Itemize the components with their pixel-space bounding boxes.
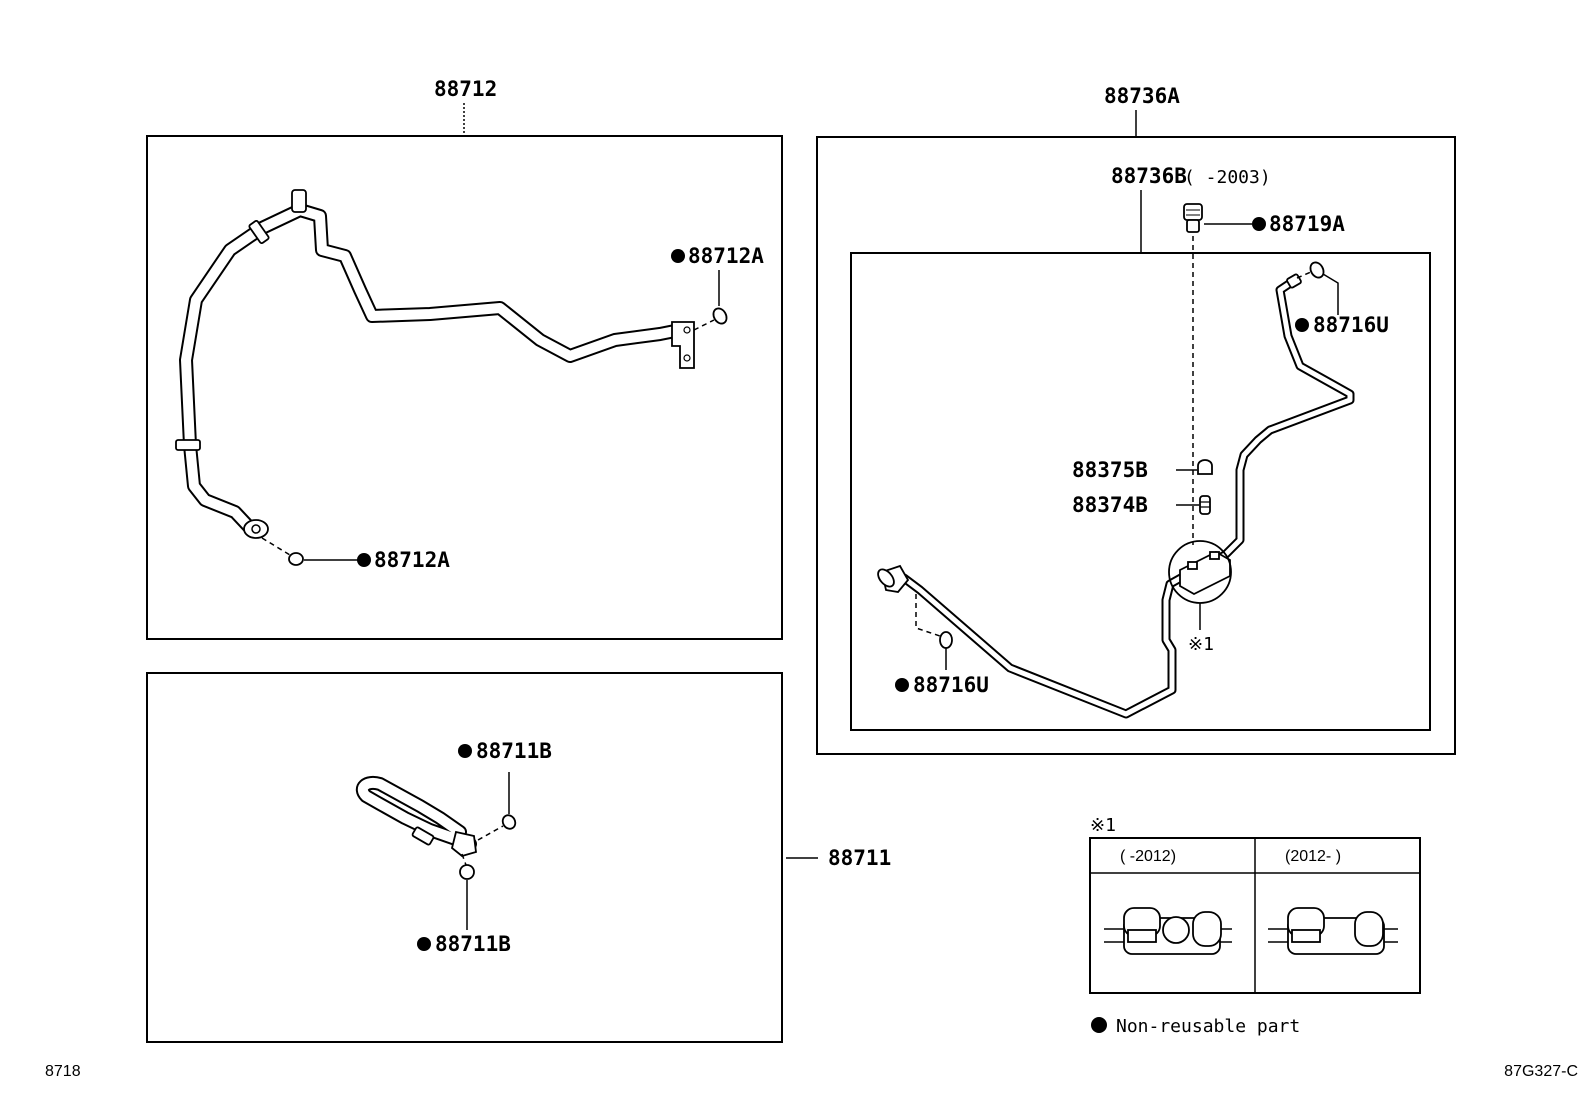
non-reusable-dot-icon bbox=[1091, 1017, 1107, 1033]
leader-88716u-top bbox=[1322, 273, 1339, 315]
group-88712: 88712 88712A bbox=[146, 77, 783, 640]
non-reusable-dot-icon bbox=[1295, 318, 1309, 332]
oring-88712a-top[interactable] bbox=[693, 306, 729, 331]
group-88711: 88711 88711B 88711B bbox=[146, 672, 891, 1043]
part-label-88711b-top[interactable]: 88711B bbox=[476, 739, 552, 763]
variant-up-to-2012-drawing bbox=[1104, 907, 1232, 955]
inset-col2-header: (2012- ) bbox=[1285, 848, 1341, 865]
part-label-88719a[interactable]: 88719A bbox=[1269, 212, 1345, 236]
part-label-88374b[interactable]: 88374B bbox=[1072, 493, 1148, 517]
part-label-88711[interactable]: 88711 bbox=[828, 846, 891, 870]
part-label-88716u-bottom[interactable]: 88716U bbox=[913, 673, 989, 697]
inset-variant-table: ※1 ( -2012) (2012- ) bbox=[1089, 815, 1421, 994]
part-label-88711b-bottom[interactable]: 88711B bbox=[435, 932, 511, 956]
part-label-88736b-range: ( -2003) bbox=[1184, 167, 1271, 188]
variant-from-2012-drawing bbox=[1268, 907, 1398, 955]
legend: Non-reusable part bbox=[1091, 1016, 1300, 1037]
oring-88716u-top[interactable] bbox=[1296, 260, 1326, 280]
inset-col1-header: ( -2012) bbox=[1120, 848, 1176, 865]
part-label-88712[interactable]: 88712 bbox=[434, 77, 497, 101]
footer-left-code: 8718 bbox=[45, 1063, 81, 1080]
suction-hose-drawing bbox=[355, 776, 477, 857]
non-reusable-dot-icon bbox=[671, 249, 685, 263]
footer-right-code: 87G327-C bbox=[1504, 1063, 1578, 1080]
inset-title: ※1 bbox=[1090, 815, 1116, 836]
cap-88375b[interactable] bbox=[1197, 459, 1213, 475]
non-reusable-dot-icon bbox=[357, 553, 371, 567]
oring-88711b-top[interactable] bbox=[477, 813, 518, 841]
non-reusable-dot-icon bbox=[417, 937, 431, 951]
valve-core-88374b[interactable] bbox=[1199, 495, 1211, 515]
part-label-88712a-top[interactable]: 88712A bbox=[688, 244, 764, 268]
part-label-88736a[interactable]: 88736A bbox=[1104, 84, 1180, 108]
group-88736a: 88736A 88736B ( -2003) 88719A bbox=[816, 84, 1456, 755]
part-label-88712a-bottom[interactable]: 88712A bbox=[374, 548, 450, 572]
box-88736b bbox=[850, 252, 1431, 731]
oring-88712a-bottom[interactable] bbox=[261, 537, 304, 566]
non-reusable-dot-icon bbox=[458, 744, 472, 758]
ref-mark-label: ※1 bbox=[1188, 634, 1214, 655]
part-label-88736b[interactable]: 88736B bbox=[1111, 164, 1187, 188]
part-label-88716u-top[interactable]: 88716U bbox=[1313, 313, 1389, 337]
discharge-hose-drawing bbox=[175, 189, 695, 539]
non-reusable-dot-icon bbox=[1252, 217, 1266, 231]
legend-text: Non-reusable part bbox=[1116, 1016, 1300, 1037]
service-valve-cap-88719a[interactable] bbox=[1183, 203, 1203, 233]
non-reusable-dot-icon bbox=[895, 678, 909, 692]
box-88711 bbox=[146, 672, 783, 1043]
oring-88711b-bottom[interactable] bbox=[459, 853, 475, 880]
box-88712 bbox=[146, 135, 783, 640]
box-88736a bbox=[816, 136, 1456, 755]
liquid-tube-drawing bbox=[877, 273, 1355, 719]
part-label-88375b[interactable]: 88375B bbox=[1072, 458, 1148, 482]
